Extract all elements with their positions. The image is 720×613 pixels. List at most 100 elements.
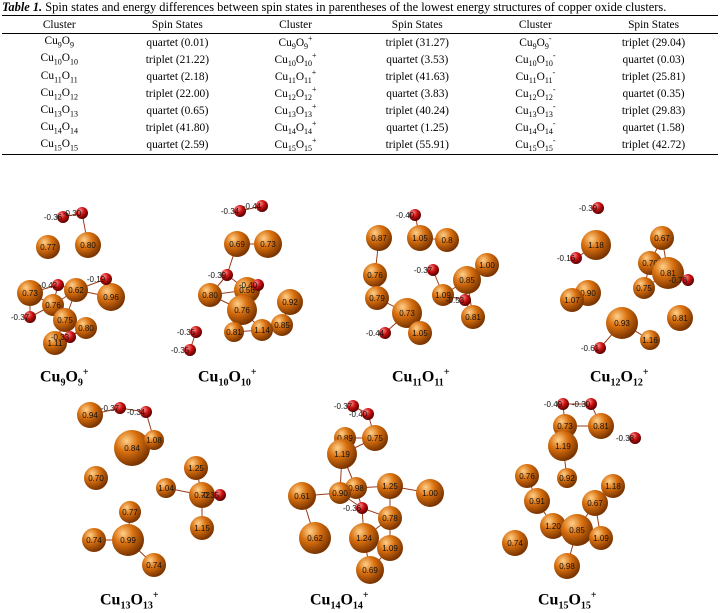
copper-charge-label: 1.24 [356, 534, 372, 543]
cluster-formula-cell: Cu11O11- [515, 68, 556, 86]
copper-charge-label: 1.15 [194, 524, 210, 533]
copper-atom [407, 225, 433, 251]
oxygen-charge-label: -0.35 [201, 491, 220, 500]
copper-charge-label: 0.56 [239, 286, 255, 295]
copper-charge-label: 0.67 [587, 499, 603, 508]
copper-charge-label: 0.73 [399, 309, 415, 318]
copper-atom [119, 501, 141, 523]
copper-charge-label: 1.05 [412, 329, 428, 338]
copper-charge-label: 1.16 [642, 336, 658, 345]
caption-text: Spin states and energy differences betwe… [42, 0, 667, 14]
cluster-formula-cell: Cu15O15- [481, 136, 590, 155]
oxygen-charge-label: -0.35 [177, 328, 196, 337]
oxygen-charge-label: -0.53 [446, 296, 465, 305]
spin-state-cell: quartet (1.25) [386, 121, 449, 134]
copper-charge-label: 0.98 [559, 562, 575, 571]
cluster-formula-cell: Cu13O13- [515, 102, 556, 120]
copper-atom [540, 513, 566, 539]
copper-charge-label: 0.96 [103, 293, 119, 302]
copper-charge-label: 0.76 [367, 271, 383, 280]
copper-atom [416, 479, 444, 507]
oxygen-charge-label: -0.30 [63, 209, 82, 218]
copper-charge-label: 0.89 [337, 434, 353, 443]
copper-charge-label: 0.8 [441, 236, 453, 245]
cluster-label-9: Cu9O9+ [40, 367, 89, 389]
copper-atom [142, 553, 166, 577]
cluster-label-15: Cu15O15+ [538, 590, 597, 612]
oxygen-atom [76, 207, 88, 219]
copper-atom [601, 474, 625, 498]
copper-charge-label: 0.80 [202, 291, 218, 300]
oxygen-atom [190, 326, 202, 338]
copper-charge-label: 0.75 [636, 284, 652, 293]
cluster-label-12: Cu12O12+ [590, 367, 649, 389]
copper-charge-label: 1.19 [555, 442, 571, 451]
copper-atom [299, 522, 331, 554]
cluster-formula-cell: Cu9O9 [44, 35, 75, 50]
oxygen-atom [24, 311, 36, 323]
cluster-label-11: Cu11O11+ [392, 367, 450, 389]
copper-charge-label: 0.69 [229, 240, 245, 249]
oxygen-charge-label: -0.19 [87, 275, 106, 284]
copper-atom [650, 226, 674, 250]
copper-charge-label: 0.67 [654, 234, 670, 243]
column-header: Spin States [116, 15, 239, 34]
copper-atom [75, 232, 101, 258]
oxygen-charge-label: -0.16 [557, 254, 576, 263]
copper-charge-label: 0.75 [57, 316, 73, 325]
oxygen-charge-label: -0.36 [44, 213, 63, 222]
copper-charge-label: 0.84 [124, 444, 140, 453]
column-header: Cluster [238, 15, 353, 34]
oxygen-atom [570, 252, 582, 264]
copper-atom [288, 482, 316, 510]
copper-charge-label: 0.81 [593, 422, 609, 431]
spin-state-cell: triplet (41.80) [145, 121, 210, 134]
copper-atom [588, 413, 614, 439]
copper-charge-label: 1.05 [412, 234, 428, 243]
oxygen-atom [184, 344, 196, 356]
oxygen-atom [114, 402, 126, 414]
copper-charge-label: 0.85 [459, 276, 475, 285]
copper-charge-label: 0.61 [294, 492, 310, 501]
copper-atom [432, 284, 454, 306]
copper-charge-label: 1.11 [48, 339, 64, 348]
copper-atom [378, 506, 402, 530]
copper-charge-label: 1.00 [422, 489, 438, 498]
copper-atom [640, 330, 660, 350]
copper-atom [366, 225, 392, 251]
copper-atom [224, 322, 244, 342]
cluster-formula-cell: Cu11O11+ [274, 68, 317, 86]
copper-charge-label: 0.74 [507, 539, 523, 548]
oxygen-atom [459, 294, 471, 306]
copper-charge-label: 1.25 [382, 482, 398, 491]
oxygen-atom [140, 406, 152, 418]
spin-state-cell: quartet (0.35) [622, 87, 685, 100]
oxygen-atom [427, 264, 439, 276]
copper-charge-label: 0.76 [519, 472, 535, 481]
copper-atom [251, 319, 273, 341]
copper-atom [453, 266, 481, 294]
copper-atom [189, 482, 215, 508]
oxygen-atom [356, 502, 368, 514]
copper-charge-label: 1.19 [334, 450, 350, 459]
oxygen-atom [100, 273, 112, 285]
cluster-formula-cell: Cu9O9- [519, 34, 552, 52]
oxygen-atom [592, 202, 604, 214]
copper-charge-label: 1.00 [479, 261, 495, 270]
oxygen-charge-label: -0.49 [544, 400, 563, 409]
copper-atom [524, 488, 550, 514]
copper-atom [327, 439, 357, 469]
oxygen-atom [585, 398, 597, 410]
column-header: Spin States [589, 15, 718, 34]
spin-state-cell: triplet (22.00) [145, 87, 210, 100]
copper-atom [277, 289, 303, 315]
oxygen-charge-label: -0.39 [208, 271, 227, 280]
oxygen-atom [64, 331, 76, 343]
oxygen-atom [557, 398, 569, 410]
